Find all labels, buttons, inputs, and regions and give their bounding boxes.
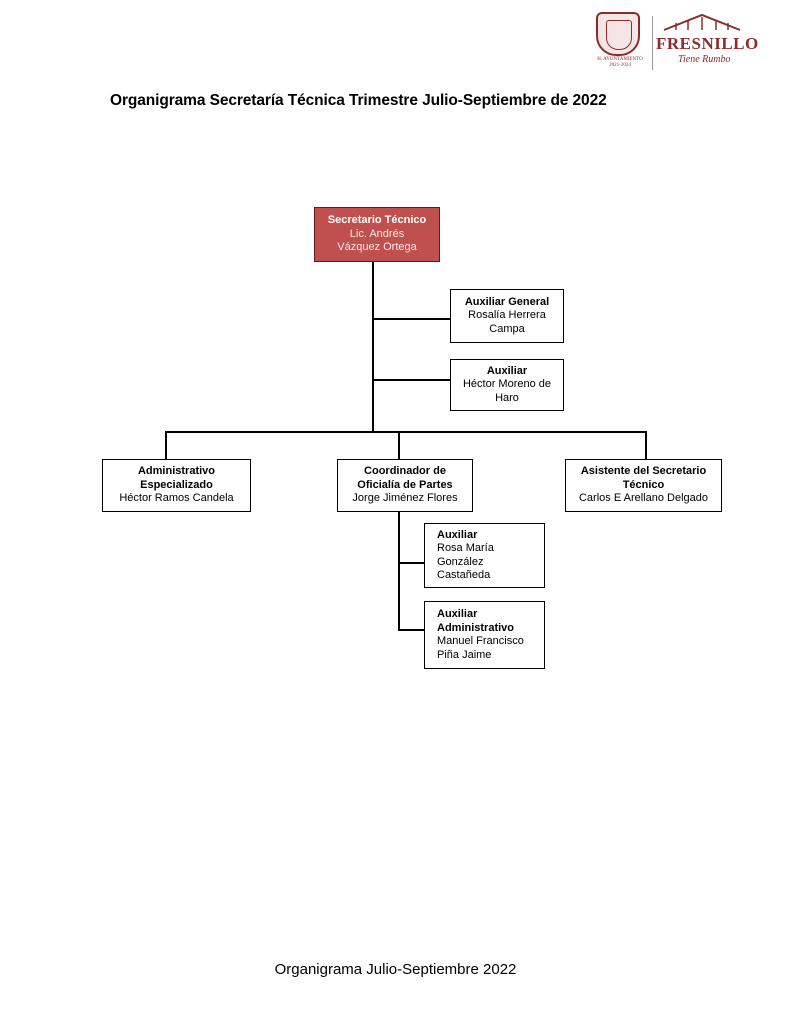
page-title: Organigrama Secretaría Técnica Trimestre… (110, 92, 607, 109)
node-name: Carlos E Arellano Delgado (578, 492, 709, 505)
node-role-line2: Técnico (622, 478, 665, 491)
node-name-line2: Campa (489, 322, 525, 335)
connector-aux-admin (398, 629, 424, 631)
org-node-secretario-tecnico: Secretario Técnico Lic. Andrés Vázquez O… (314, 207, 440, 262)
node-role-line2: Especializado (140, 478, 213, 491)
brand-name: FRESNILLO (656, 34, 759, 53)
connector-admin-esp (165, 431, 167, 459)
node-name-line2: Haro (495, 391, 519, 404)
org-node-coordinador: Coordinador de Oficialía de Partes Jorge… (337, 459, 473, 512)
node-role-line1: Coordinador de (364, 465, 446, 478)
node-role-line1: Administrativo (137, 465, 215, 478)
org-node-asistente: Asistente del Secretario Técnico Carlos … (565, 459, 722, 512)
node-name-line1: Héctor Moreno de (462, 378, 552, 391)
node-name-line2: González (437, 555, 484, 568)
header-logos: H. AYUNTAMIENTO 2021-2024 FRESNILLO Tien… (592, 10, 762, 74)
node-role: Secretario Técnico (327, 214, 427, 227)
connector-chief-down (372, 261, 374, 432)
node-name-line1: Lic. Andrés (349, 227, 405, 240)
org-node-auxiliar-rosa: Auxiliar Rosa María González Castañeda (424, 523, 545, 588)
node-role-line2: Administrativo (437, 621, 515, 634)
node-name-line1: Rosalía Herrera (468, 309, 546, 322)
seal-caption-line2: 2021-2024 (609, 63, 631, 68)
org-node-auxiliar-general: Auxiliar General Rosalía Herrera Campa (450, 289, 564, 343)
brand-tagline: Tiene Rumbo (678, 54, 731, 65)
connector-horizontal-bus (165, 431, 646, 433)
node-role-line1: Auxiliar (437, 608, 478, 620)
node-name: Héctor Ramos Candela (119, 492, 234, 505)
logo-divider (652, 16, 653, 70)
org-node-auxiliar-administrativo: Auxiliar Administrativo Manuel Francisco… (424, 601, 545, 669)
connector-coordinador (398, 431, 400, 459)
org-node-administrativo-especializado: Administrativo Especializado Héctor Ramo… (102, 459, 251, 512)
connector-aux-rosa (398, 562, 424, 564)
seal-caption-line1: H. AYUNTAMIENTO (597, 57, 643, 62)
connector-coord-down (398, 512, 400, 630)
node-name-line2: Vázquez Ortega (337, 241, 417, 254)
page-footer: Organigrama Julio-Septiembre 2022 (0, 961, 791, 978)
connector-aux-general (372, 318, 450, 320)
node-name: Jorge Jiménez Flores (352, 492, 458, 505)
connector-aux (372, 379, 450, 381)
node-role-line2: Oficialía de Partes (357, 478, 453, 491)
node-role-line1: Asistente del Secretario (580, 465, 707, 478)
connector-asistente (645, 431, 647, 459)
node-name-line3: Castañeda (437, 569, 491, 581)
org-node-auxiliar: Auxiliar Héctor Moreno de Haro (450, 359, 564, 411)
seal-caption: H. AYUNTAMIENTO 2021-2024 (592, 57, 648, 69)
node-name-line1: Manuel Francisco (437, 635, 524, 647)
footer-text: Organigrama Julio-Septiembre 2022 (274, 961, 517, 978)
node-role: Auxiliar (437, 528, 478, 541)
node-name-line1: Rosa María (437, 542, 494, 554)
node-role: Auxiliar (486, 364, 528, 377)
building-roof-icon (663, 13, 741, 31)
node-role: Auxiliar General (464, 295, 550, 308)
node-name-line2: Piña Jaime (437, 648, 492, 661)
municipal-seal-icon (596, 12, 640, 56)
